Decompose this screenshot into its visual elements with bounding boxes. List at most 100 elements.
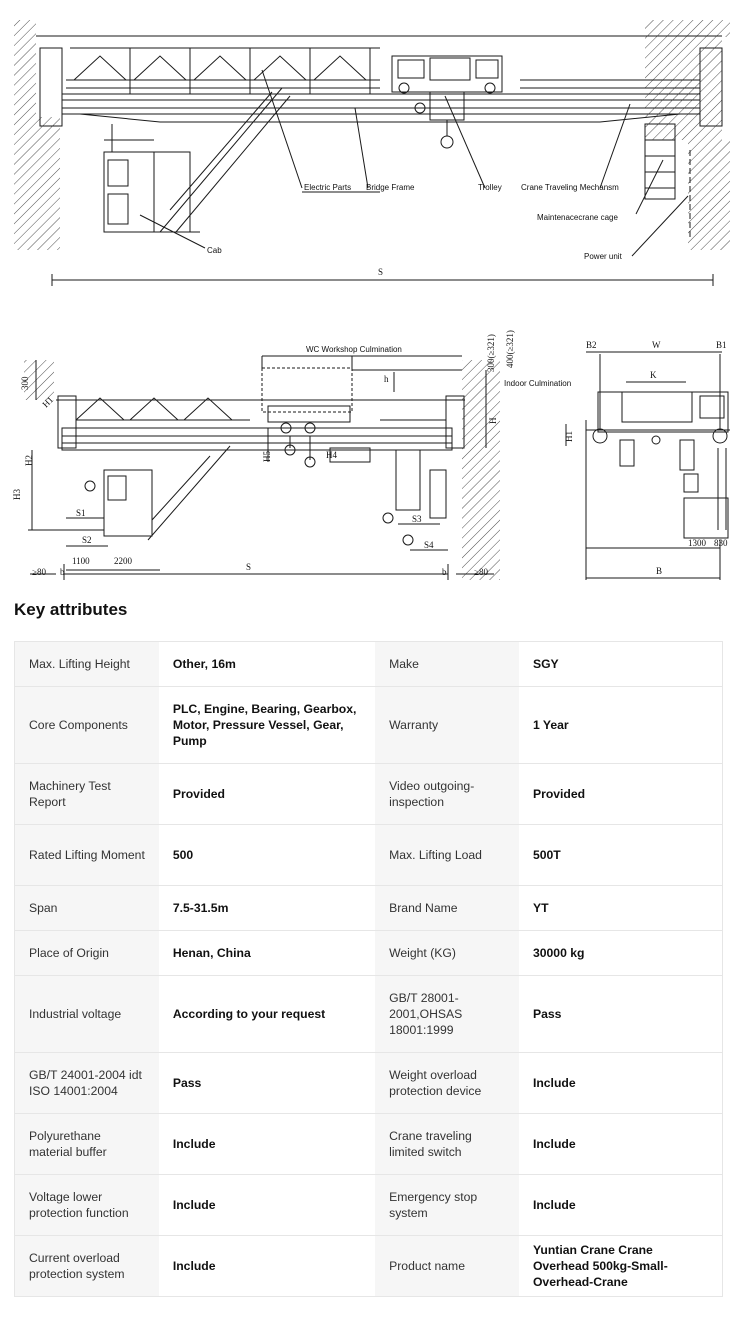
- attribute-value: 7.5-31.5m: [158, 885, 376, 931]
- label-wc-workshop: WC Workshop Culmination: [306, 345, 402, 354]
- attribute-key: Warranty: [375, 686, 519, 764]
- attribute-value: 500: [158, 824, 376, 886]
- top-wall-left: [14, 20, 36, 117]
- label-cab: Cab: [207, 246, 222, 255]
- attribute-key: Max. Lifting Height: [14, 641, 159, 687]
- attribute-key: Make: [375, 641, 519, 687]
- label-dim-300: 300: [20, 376, 30, 390]
- label-H1-side: H1: [564, 431, 574, 442]
- label-S1: S1: [76, 508, 86, 518]
- attribute-key: Crane traveling limited switch: [375, 1113, 519, 1175]
- label-K: K: [650, 370, 657, 380]
- attribute-value: Include: [518, 1174, 723, 1236]
- label-b-right: b: [442, 567, 447, 577]
- mid-bridge-girder: [61, 427, 453, 451]
- section-title: Key attributes: [14, 600, 128, 619]
- label-W: W: [652, 340, 661, 350]
- label-trolley: Trolley: [478, 183, 502, 192]
- attribute-value: Pass: [158, 1052, 376, 1114]
- crane-drawings: Electric Parts Bridge Frame Trolley Cran…: [0, 0, 750, 592]
- label-b-left: b: [60, 567, 65, 577]
- attribute-value: Include: [158, 1174, 376, 1236]
- label-S2: S2: [82, 535, 92, 545]
- attribute-value: Yuntian Crane Crane Overhead 500kg-Small…: [518, 1235, 723, 1297]
- attribute-key: GB/T 28001-2001,OHSAS 18001:1999: [375, 975, 519, 1053]
- attribute-value: Henan, China: [158, 930, 376, 976]
- attribute-key: Place of Origin: [14, 930, 159, 976]
- label-H4: H4: [326, 450, 337, 460]
- label-1300: 1300: [688, 538, 707, 548]
- mid-cab: [103, 469, 153, 537]
- label-B: B: [656, 566, 662, 576]
- top-stair: [159, 87, 283, 233]
- label-electric-parts: Electric Parts: [304, 183, 351, 192]
- top-maintenance-cage: [644, 123, 676, 200]
- label-maintenance-cage: Maintenacecrane cage: [537, 213, 618, 222]
- attribute-value: Pass: [518, 975, 723, 1053]
- top-bridge-girder: [61, 93, 701, 115]
- attribute-value: 500T: [518, 824, 723, 886]
- attribute-value: According to your request: [158, 975, 376, 1053]
- side-trolley: [597, 391, 729, 433]
- label-S4: S4: [424, 540, 434, 550]
- attribute-key: Industrial voltage: [14, 975, 159, 1053]
- top-end-carriage-right: [699, 47, 723, 127]
- attribute-value: 1 Year: [518, 686, 723, 764]
- label-2200: 2200: [114, 556, 133, 566]
- crane-drawings-svg: Electric Parts Bridge Frame Trolley Cran…: [12, 20, 730, 580]
- label-S3: S3: [412, 514, 422, 524]
- label-H5: H5: [262, 451, 272, 462]
- label-B2: B2: [586, 340, 597, 350]
- attribute-value: Include: [158, 1113, 376, 1175]
- mid-wall-right: [462, 360, 500, 580]
- attribute-key: GB/T 24001-2004 idt ISO 14001:2004: [14, 1052, 159, 1114]
- attribute-key: Emergency stop system: [375, 1174, 519, 1236]
- label-H: H: [488, 417, 498, 424]
- attribute-key: Voltage lower protection function: [14, 1174, 159, 1236]
- attribute-value: Include: [158, 1235, 376, 1297]
- label-span-top: S: [378, 267, 383, 277]
- label-B1: B1: [716, 340, 727, 350]
- attribute-key: Brand Name: [375, 885, 519, 931]
- label-H3: H3: [12, 489, 22, 500]
- attribute-key: Product name: [375, 1235, 519, 1297]
- attribute-key: Rated Lifting Moment: [14, 824, 159, 886]
- attribute-value: SGY: [518, 641, 723, 687]
- label-dim-300-321: 300(≥321): [486, 334, 496, 372]
- label-ge80-right: ≥80: [474, 567, 488, 577]
- label-830: 830: [714, 538, 728, 548]
- attribute-key: Weight overload protection device: [375, 1052, 519, 1114]
- label-dim-400-321: 400(≥321): [505, 330, 515, 368]
- label-1100: 1100: [72, 556, 90, 566]
- attribute-value: PLC, Engine, Bearing, Gearbox, Motor, Pr…: [158, 686, 376, 764]
- attribute-value: YT: [518, 885, 723, 931]
- attribute-value: Provided: [158, 763, 376, 825]
- attribute-key: Current overload protection system: [14, 1235, 159, 1297]
- label-bridge-frame: Bridge Frame: [366, 183, 415, 192]
- label-ge80-left: ≥80: [32, 567, 46, 577]
- attribute-key: Max. Lifting Load: [375, 824, 519, 886]
- attribute-value: Include: [518, 1052, 723, 1114]
- label-indoor-culmination: Indoor Culmination: [504, 379, 571, 388]
- mid-wall-left: [24, 360, 54, 400]
- label-span-mid: S: [246, 562, 251, 572]
- top-cab: [103, 151, 155, 233]
- attribute-key: Video outgoing-inspection: [375, 763, 519, 825]
- label-H2: H2: [24, 455, 34, 466]
- attribute-value: Include: [518, 1113, 723, 1175]
- label-h: h: [384, 374, 389, 384]
- attribute-value: Provided: [518, 763, 723, 825]
- label-crane-traveling: Crane Traveling Mechansm: [521, 183, 619, 192]
- attribute-key: Machinery Test Report: [14, 763, 159, 825]
- attribute-key: Polyurethane material buffer: [14, 1113, 159, 1175]
